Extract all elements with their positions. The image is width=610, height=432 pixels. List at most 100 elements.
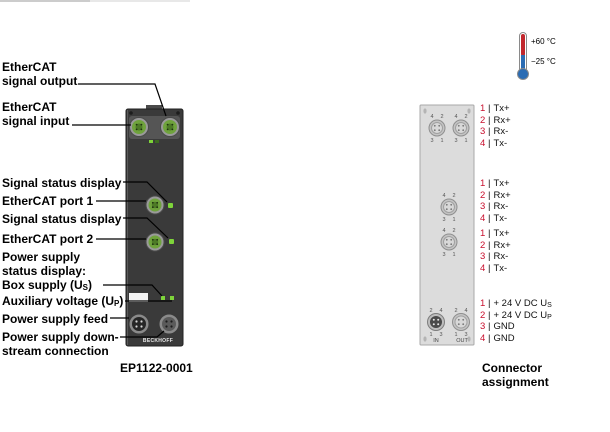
socket-pin [438, 129, 441, 132]
pin-separator: | [488, 239, 491, 251]
label-line: EtherCAT [2, 60, 57, 74]
connector-pin [135, 325, 138, 328]
label-line: signal input [2, 114, 70, 128]
socket-pin [445, 243, 448, 246]
label-line: EtherCAT [2, 100, 57, 114]
pin-separator: | [488, 114, 491, 126]
pin-number: 3 [480, 126, 486, 137]
connector-pin [171, 128, 174, 131]
pin-number: 4 [480, 262, 486, 274]
connector-pin [432, 323, 435, 326]
pin-number: 4 [480, 137, 486, 149]
pin-separator: | [488, 298, 491, 309]
socket-pin [457, 129, 460, 132]
connector-insert [135, 123, 143, 131]
label-text: ) [88, 278, 93, 292]
pin-separator: | [488, 309, 491, 321]
pin-number: 4 [480, 332, 486, 344]
pin-signal: Rx- [493, 126, 509, 137]
label-line: status display: [2, 264, 87, 278]
power-in-label: IN [433, 338, 439, 344]
device-body [125, 108, 184, 347]
mounting-hole [467, 108, 471, 114]
pin-group-ethercat-in-out: 1|Tx+2|Rx+3|Rx-4|Tx- [480, 103, 511, 149]
pin-signal: Tx- [493, 212, 508, 224]
pin-separator: | [488, 126, 491, 137]
label-text: Auxiliary voltage (U [2, 294, 115, 308]
socket-pin-number: 1 [440, 138, 443, 144]
auxiliary-voltage-label: Auxiliary voltage (UP) [2, 294, 123, 311]
pin-row: 3|GND [480, 321, 552, 333]
title-line: Connector [482, 361, 542, 375]
pin-number: 3 [480, 251, 486, 262]
signal-status-display-1-label: Signal status display [2, 176, 122, 190]
run-led [149, 140, 153, 143]
device-model-title: EP1122-0001 [120, 361, 193, 375]
connector-pin [457, 318, 460, 321]
thermometer-bulb [517, 68, 529, 80]
power-supply-feed-label: Power supply feed [2, 312, 109, 326]
connector-pin [166, 123, 169, 126]
label-subscript: P [114, 299, 120, 308]
ethercat-signal-input-label: EtherCAT signal input [2, 100, 69, 128]
connector-pin [170, 320, 173, 323]
pin-number: 1 [480, 298, 486, 309]
connector-pin [156, 243, 159, 246]
title-line: assignment [482, 375, 549, 389]
ethercat-signal-output-label: EtherCAT signal output [2, 60, 77, 88]
socket-pin [450, 203, 453, 206]
pin-signal: Rx+ [493, 114, 511, 126]
connector-pin [156, 238, 159, 241]
pin-row: 3|Rx- [480, 201, 511, 213]
pin-signal: GND [493, 321, 515, 332]
thermometer-cold-fill [521, 55, 525, 71]
connector-pin [151, 238, 154, 241]
socket-pin [450, 243, 453, 246]
connector-pin [462, 323, 465, 326]
ethercat-port-1-label: EtherCAT port 1 [2, 194, 94, 208]
ethercat-port-2-label: EtherCAT port 2 [2, 232, 94, 246]
assignment-device-body [419, 104, 475, 346]
box-supply-label: Box supply (US) [2, 278, 92, 295]
connector-pin [151, 243, 154, 246]
socket-pin-number: 4 [430, 114, 433, 120]
pin-row: 2|Rx+ [480, 240, 511, 252]
socket-pin-number: 1 [429, 332, 432, 338]
connector-pin [135, 128, 138, 131]
pin-signal: Tx+ [493, 178, 510, 189]
leader-line-signal-status-2 [123, 217, 169, 239]
connector-pin [151, 206, 154, 209]
power-supply-status-label: Power supply status display: Box supply … [2, 250, 92, 295]
pin-number: 2 [480, 309, 486, 321]
socket-face [455, 122, 467, 134]
socket-pin-number: 2 [452, 193, 455, 199]
pin-separator: | [488, 201, 491, 212]
socket-pin-number: 4 [442, 193, 445, 199]
pin-row: 2|+ 24 V DC UP [480, 310, 552, 322]
socket-pin-number: 1 [452, 252, 455, 258]
socket-face [443, 236, 455, 248]
pin-signal: Tx- [493, 137, 508, 149]
socket-pin-number: 2 [454, 308, 457, 314]
power-supply-downstream-label: Power supply down- stream connection [2, 330, 119, 358]
socket-pin-number: 3 [454, 138, 457, 144]
socket-pin [462, 129, 465, 132]
min-temperature-label: −25 °C [531, 57, 556, 66]
connector-pin [170, 325, 173, 328]
connector-face [454, 315, 468, 329]
pin-row: 1|Tx+ [480, 103, 511, 115]
pin-number: 1 [480, 103, 486, 114]
socket-pin [445, 208, 448, 211]
pin-signal: Rx+ [493, 239, 511, 251]
connector-pin [135, 320, 138, 323]
leader-line-box-supply [103, 284, 163, 297]
pin-row: 3|Rx- [480, 126, 511, 138]
pin-separator: | [488, 262, 491, 274]
socket-pin [433, 124, 436, 127]
label-subscript: S [82, 283, 89, 292]
box-supply-led [161, 296, 165, 300]
